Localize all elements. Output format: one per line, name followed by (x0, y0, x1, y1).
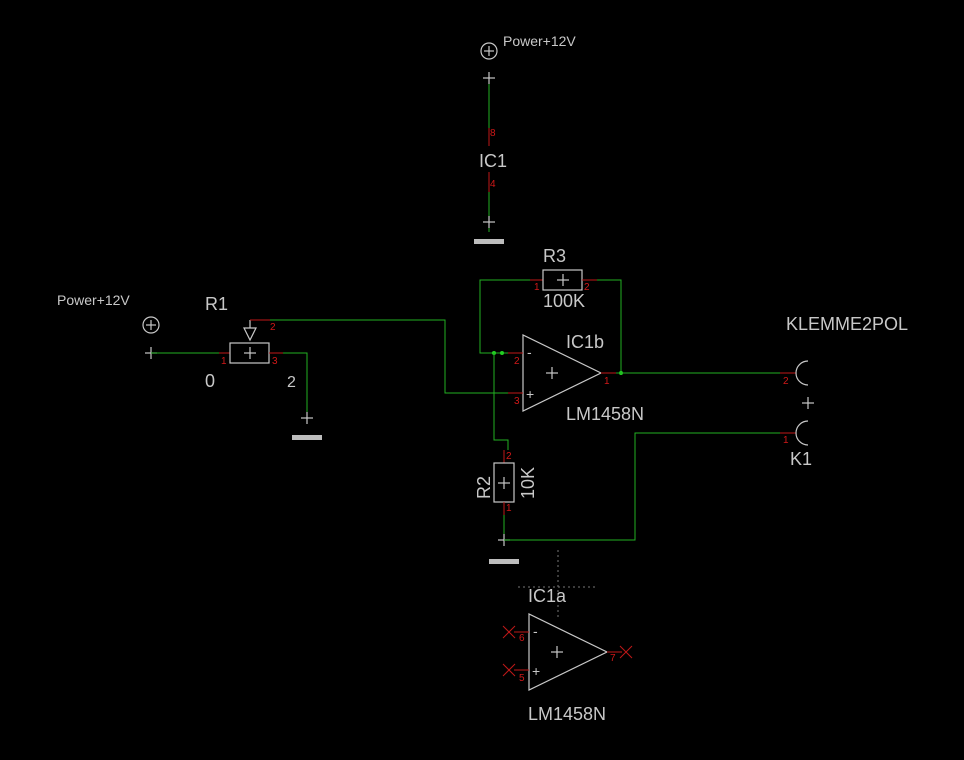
r1-extra-label: 2 (287, 374, 296, 391)
junction-inv-right (500, 351, 504, 355)
k1-pin1-label: 1 (783, 435, 789, 446)
ground-symbol-r2[interactable] (489, 534, 519, 564)
ground-symbol-r1[interactable] (292, 412, 322, 440)
resistor-r2[interactable] (493, 450, 515, 515)
r2-pin1-label: 1 (506, 503, 512, 514)
k1-pin2-label: 2 (783, 376, 789, 387)
klemme-name: K1 (790, 449, 812, 469)
ic1b-plus-sign: + (526, 386, 534, 402)
ic1a-part: LM1458N (528, 704, 606, 724)
ic1a-plus-sign: + (532, 663, 540, 679)
power-symbol-top[interactable] (480, 42, 498, 84)
r1-pin2-label: 2 (270, 322, 276, 333)
ic1a-pin6-label: 6 (519, 633, 525, 644)
wire-ground-k1 (504, 432, 780, 541)
ic1a-name: IC1a (528, 586, 567, 606)
ground-symbol-top[interactable] (474, 216, 504, 244)
ic1-supply-label: IC1 (479, 151, 507, 171)
r2-name: R2 (474, 476, 494, 499)
wire-wiper-ic1b (270, 319, 520, 394)
ic1a-pin5-label: 5 (519, 673, 525, 684)
ic1a-pin7-label: 7 (610, 653, 616, 664)
r2-pin2-label: 2 (506, 451, 512, 462)
opamp-ic1b[interactable] (508, 334, 616, 412)
r2-value: 10K (518, 467, 538, 499)
ic1-pin8-label: 8 (490, 128, 496, 139)
r3-value: 100K (543, 291, 585, 311)
ic1-pin4-label: 4 (490, 179, 496, 190)
opamp-ic1a[interactable] (514, 613, 622, 691)
wire-r3-left (479, 279, 530, 354)
ic1b-name: IC1b (566, 332, 604, 352)
ic1b-pin2-label: 2 (514, 356, 520, 367)
r1-name: R1 (205, 294, 228, 314)
r1-value: 0 (205, 371, 215, 391)
potentiometer-r1[interactable] (219, 319, 283, 364)
terminal-k1[interactable] (780, 360, 814, 446)
wire-r1-ground (283, 352, 308, 415)
ic1b-minus-sign: - (527, 344, 532, 360)
r1-pin1-label: 1 (221, 356, 227, 367)
power-left-label: Power+12V (57, 292, 130, 308)
resistor-r3[interactable] (530, 269, 597, 291)
wire-inv-r2 (493, 353, 509, 450)
r1-pin3-label: 3 (272, 356, 278, 367)
ic1b-pin1-label: 1 (604, 376, 610, 387)
r3-pin1-label: 1 (534, 282, 540, 293)
ic1a-minus-sign: - (533, 623, 538, 639)
no-connect-markers (502, 625, 633, 677)
r3-name: R3 (543, 246, 566, 266)
ic1b-pin3-label: 3 (514, 396, 520, 407)
power-top-label: Power+12V (503, 33, 576, 49)
r3-pin2-label: 2 (584, 282, 590, 293)
klemme-title: KLEMME2POL (786, 314, 908, 334)
ic1b-part: LM1458N (566, 404, 644, 424)
wire-r3-right (597, 279, 622, 373)
